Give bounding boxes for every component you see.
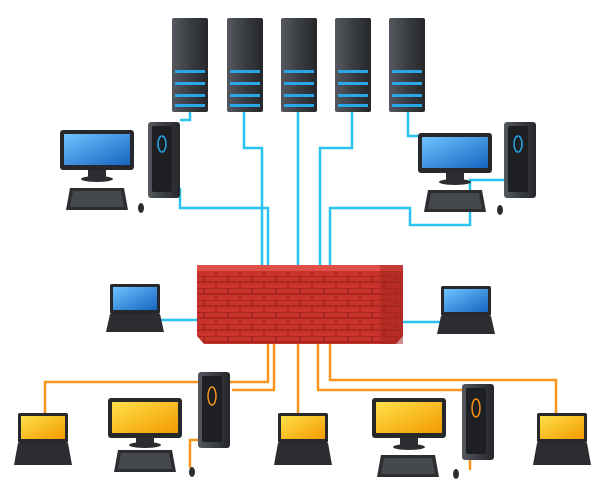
- protected-cables: [160, 112, 505, 324]
- mouse-icon: [138, 203, 144, 213]
- external-cables: [43, 335, 558, 470]
- keyboard-icon: [424, 190, 486, 212]
- laptop-ext-1: [14, 413, 72, 465]
- laptop-left: [106, 284, 164, 332]
- server-3: [281, 18, 317, 112]
- cable-server-1: [180, 112, 264, 265]
- monitor-icon: [418, 133, 492, 185]
- cable-server-4: [406, 112, 420, 138]
- monitor-icon: [108, 398, 182, 448]
- monitor-icon: [60, 130, 134, 182]
- workstation-right: [418, 122, 536, 215]
- cable-right-workstation: [328, 178, 505, 265]
- cable-ext-4: [316, 335, 462, 392]
- mouse-icon: [189, 467, 195, 477]
- mouse-icon: [497, 205, 503, 215]
- cable-ext-5: [328, 335, 558, 413]
- workstation-ext-left: [108, 372, 230, 477]
- laptop-ext-2: [274, 413, 332, 465]
- server-2: [227, 18, 263, 112]
- cable-left-workstation: [178, 188, 270, 265]
- keyboard-icon: [66, 188, 128, 210]
- keyboard-icon: [114, 450, 176, 472]
- cable-ext-2: [232, 335, 276, 392]
- tower-icon: [504, 122, 536, 198]
- firewall-icon: [197, 265, 403, 344]
- tower-icon: [198, 372, 230, 448]
- monitor-icon: [372, 398, 446, 450]
- laptop-ext-3: [533, 413, 591, 465]
- tower-icon: [462, 384, 494, 460]
- server-1: [172, 18, 208, 112]
- tower-icon: [148, 122, 180, 198]
- workstation-left: [60, 122, 180, 213]
- laptop-right: [437, 286, 495, 334]
- keyboard-icon: [377, 455, 439, 477]
- server-4: [335, 18, 371, 112]
- mouse-icon: [453, 469, 459, 479]
- server-5: [389, 18, 425, 112]
- cable-server-3: [318, 112, 354, 265]
- workstation-ext-right: [372, 384, 494, 479]
- server-rack: [172, 18, 425, 112]
- cable-ext-1: [43, 335, 270, 413]
